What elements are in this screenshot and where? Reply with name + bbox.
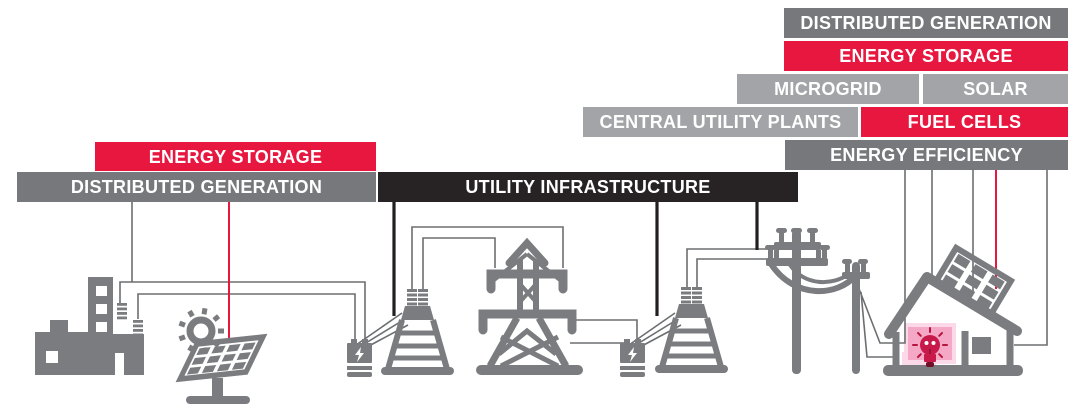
city-buildings-icon [35,277,144,375]
label-solar: SOLAR [923,74,1068,104]
label-fuel-cells: FUEL CELLS [861,107,1068,137]
label-central-utility-plants: CENTRAL UTILITY PLANTS [583,107,858,137]
smart-home-icon [883,243,1023,376]
label-energy-efficiency: ENERGY EFFICIENCY [785,140,1068,170]
solar-panel-icon [175,333,268,404]
label-left-energy-storage: ENERGY STORAGE [95,142,376,171]
rooftop-solar-panels-icon [931,243,1016,320]
battery-icon [620,339,645,377]
label-left-distributed-generation: DISTRIBUTED GENERATION [17,172,376,202]
battery-icon [347,339,372,377]
lightbulb-icon [912,327,948,367]
label-utility-infrastructure: UTILITY INFRASTRUCTURE [378,172,798,202]
label-microgrid: MICROGRID [737,74,919,104]
transmission-pylon-icon [381,289,454,375]
transmission-tower-icon [476,237,583,375]
distribution-pylon-icon [655,287,728,373]
label-right-energy-storage: ENERGY STORAGE [784,41,1068,71]
label-right-distributed-generation: DISTRIBUTED GENERATION [784,8,1068,38]
utility-pole-icon [765,228,870,374]
